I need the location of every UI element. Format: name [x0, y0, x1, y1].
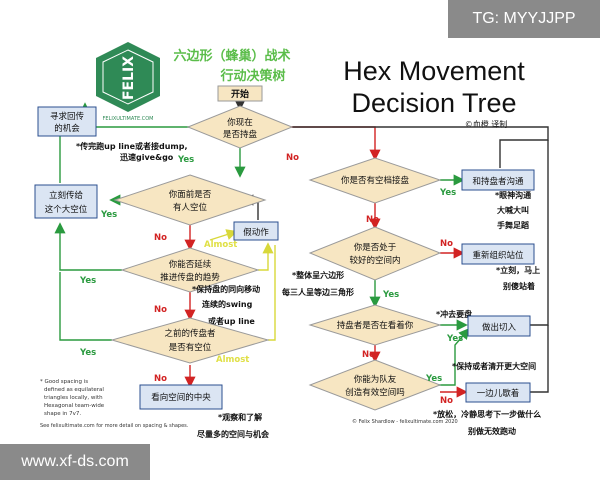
translator-credit: ©血橙 译制: [465, 119, 508, 129]
label-yes-5: Yes: [439, 188, 456, 198]
label-no-7: No: [362, 350, 375, 360]
logo-text: FELIX: [121, 56, 137, 100]
label-yes-8: Yes: [425, 374, 442, 384]
label-no-4: No: [154, 374, 167, 384]
stand-aside-label: 一边儿歇着: [477, 388, 520, 399]
title-en-line1: Hex Movement: [343, 56, 525, 86]
q-open-teammate-label: 你是否有空档接盘: [341, 175, 410, 186]
eye-note-line2: 大喊大叫: [497, 205, 529, 215]
cut-note: *冲去要盘: [436, 309, 472, 319]
credit-note: © Felix Shardlow - felixultimate.com 202…: [352, 418, 458, 425]
label-no-2: No: [154, 233, 167, 243]
q-in-possession-line1: 你现在: [227, 117, 253, 128]
swing-note-line2: 连续的swing: [202, 299, 253, 309]
dump-note-line1: *传完跑up line或者接dump,: [76, 141, 188, 151]
stand-note-line1: *立刻，马上: [496, 265, 540, 275]
q-passer-open-diamond: 之前的传盘者 是否有空位: [110, 317, 270, 364]
q-create-space-line1: 你能为队友: [354, 374, 397, 385]
eye-note-line3: 手舞足蹈: [497, 220, 529, 230]
good-spacing-line4: Hexagonal team-wide: [44, 403, 105, 409]
watermark-bottom: www.xf-ds.com: [0, 444, 150, 480]
q-space-ahead-line1: 你面前是否: [169, 189, 212, 200]
swing-note-line1: *保持盘的同向移动: [192, 284, 260, 294]
label-no-1: No: [286, 153, 299, 163]
fake-action-label: 假动作: [243, 227, 269, 238]
title-cn-line2: 行动决策树: [219, 68, 285, 84]
observe-note-line2: 尽量多的空间与机会: [197, 429, 269, 439]
hex-note-line2: 每三人呈等边三角形: [282, 287, 354, 297]
q-in-possession-diamond: 你现在 是否持盘: [186, 105, 294, 149]
label-almost-1: Almost: [204, 240, 237, 250]
good-spacing-line2: defined as equilateral: [44, 387, 104, 393]
title-en-line2: Decision Tree: [351, 88, 516, 118]
make-cut-label: 做出切入: [482, 322, 517, 333]
pass-immediately-line2: 这个大空位: [45, 204, 88, 215]
q-space-ahead-diamond: 你面前是否 有人空位: [113, 174, 267, 226]
eye-note-line1: *眼神沟通: [495, 190, 531, 200]
label-no-5: No: [366, 215, 379, 225]
title-cn-line1: 六边形（蜂巢）战术: [173, 48, 290, 64]
communicate-box: 和持盘者沟通: [461, 169, 535, 191]
label-yes-6: Yes: [382, 290, 399, 300]
label-yes-2: Yes: [100, 210, 117, 220]
q-in-possession-line2: 是否持盘: [223, 129, 258, 140]
watermark-top: TG: MYYJJPP: [448, 0, 600, 38]
q-delay-line2: 推进传盘的趋势: [160, 272, 220, 283]
label-yes-4: Yes: [79, 348, 96, 358]
q-passer-open-line1: 之前的传盘者: [164, 328, 216, 339]
q-good-space-line2: 较好的空间内: [349, 255, 400, 266]
q-holder-looking-diamond: 持盘者是否在看着你: [308, 304, 442, 346]
label-yes-7: Yes: [446, 334, 463, 344]
stand-aside-box: 一边儿歇着: [465, 382, 531, 403]
branch-labels: Yes No Yes No Almost Yes No Yes Almost N…: [79, 153, 463, 406]
relax-note-line1: *放松，冷静思考下一步做什么: [433, 409, 541, 419]
reposition-box: 重新组织站位: [461, 243, 535, 265]
swing-note-line3: 或者up line: [208, 316, 255, 326]
q-delay-line1: 你能否延续: [169, 259, 212, 270]
label-no-8: No: [440, 396, 453, 406]
stand-note-line2: 别傻站着: [502, 281, 535, 291]
q-holder-looking-label: 持盘者是否在看着你: [337, 320, 414, 331]
q-create-space-diamond: 你能为队友 创造有效空间吗: [308, 359, 442, 411]
label-no-6: No: [440, 239, 453, 249]
start-label: 开始: [231, 88, 249, 100]
label-yes-1: Yes: [177, 155, 194, 165]
logo-subtext: FELIXULTIMATE.COM: [103, 116, 154, 122]
relax-note-line2: 别做无效跑动: [467, 426, 516, 436]
space-note: *保持或者清开更大空间: [452, 361, 536, 371]
pass-immediately-box: 立刻传给 这个大空位: [34, 184, 98, 219]
observe-note-line1: *观察和了解: [218, 412, 262, 422]
communicate-label: 和持盘者沟通: [472, 176, 524, 187]
pass-immediately-line1: 立刻传给: [49, 190, 84, 201]
dump-note-line2: 迅速give&go: [120, 152, 174, 162]
q-good-space-line1: 你是否处于: [354, 242, 397, 253]
look-to-space-box: 看向空间的中央: [139, 384, 223, 410]
hex-note-line1: *整体呈六边形: [292, 270, 344, 280]
label-yes-3: Yes: [79, 276, 96, 286]
see-more-note: See felixultimate.com for more detail on…: [40, 423, 189, 429]
seek-pass-line1: 寻求回传: [50, 111, 85, 122]
good-spacing-line3: triangles locally, with: [44, 395, 103, 401]
q-good-space-diamond: 你是否处于 较好的空间内: [308, 226, 442, 281]
seek-pass-line2: 的机会: [54, 123, 80, 134]
q-open-teammate-diamond: 你是否有空档接盘: [308, 157, 442, 204]
felix-logo: FELIX FELIXULTIMATE.COM: [96, 42, 160, 122]
good-spacing-line5: shape in 7v7.: [44, 411, 81, 417]
q-delay-diamond: 你能否延续 推进传盘的趋势: [120, 247, 260, 293]
reposition-label: 重新组织站位: [472, 250, 524, 261]
q-space-ahead-line2: 有人空位: [173, 202, 208, 213]
label-no-3: No: [154, 305, 167, 315]
q-create-space-line2: 创造有效空间吗: [345, 387, 405, 398]
good-spacing-line1: * Good spacing is: [40, 379, 88, 385]
look-to-space-label: 看向空间的中央: [151, 392, 211, 403]
fake-action-box: 假动作: [233, 221, 279, 241]
label-almost-2: Almost: [216, 355, 249, 365]
q-passer-open-line2: 是否有空位: [169, 342, 212, 353]
start-node: 开始: [217, 85, 263, 102]
seek-pass-box: 寻求回传 的机会: [37, 106, 97, 137]
make-cut-box: 做出切入: [467, 315, 531, 337]
